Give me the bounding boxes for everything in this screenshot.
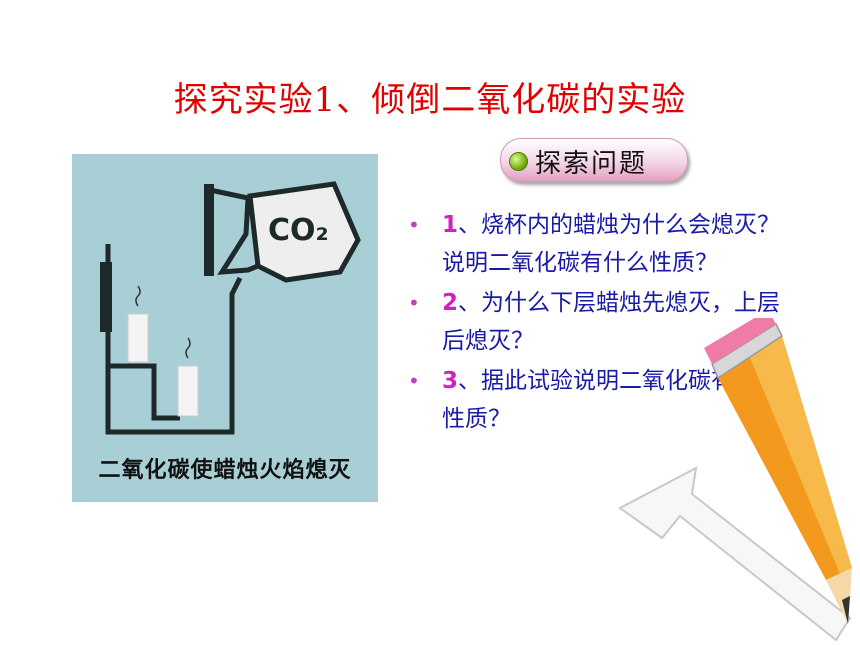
question-item: • 1、烧杯内的蜡烛为什么会熄灭？说明二氧化碳有什么性质？ <box>404 206 794 282</box>
pill-label: 探索问题 <box>535 149 648 179</box>
lower-candle <box>177 365 199 417</box>
question-text: 、烧杯内的蜡烛为什么会熄灭？说明二氧化碳有什么性质？ <box>442 212 781 276</box>
smoke-lower <box>185 337 191 359</box>
slide-title: 探究实验1、倾倒二氧化碳的实验 <box>173 80 687 120</box>
upper-candle <box>127 313 149 363</box>
bullet-icon: • <box>408 291 420 315</box>
shelf <box>110 363 180 421</box>
bullet-icon: • <box>408 369 420 393</box>
co2-label: CO₂ <box>268 213 329 248</box>
arrow-icon <box>618 466 852 642</box>
question-number: 1 <box>442 212 459 238</box>
question-number: 2 <box>442 290 459 316</box>
bullet-icon: • <box>408 213 420 237</box>
beaker-outline <box>105 264 243 435</box>
smoke-upper <box>135 285 141 307</box>
question-text: 、为什么下层蜡烛先熄灭，上层后熄灭？ <box>442 290 781 354</box>
pencil-arrow-decoration <box>618 318 852 642</box>
illustration-caption: 二氧化碳使蜡烛火焰熄灭 <box>98 458 352 483</box>
question-item: • 2、为什么下层蜡烛先熄灭，上层后熄灭？ <box>404 284 794 360</box>
question-number: 3 <box>442 368 459 394</box>
question-list: • 1、烧杯内的蜡烛为什么会熄灭？说明二氧化碳有什么性质？ • 2、为什么下层蜡… <box>404 206 794 440</box>
green-dot-icon <box>509 152 528 171</box>
beaker-rim <box>100 262 112 332</box>
explore-questions-pill: 探索问题 <box>500 138 688 182</box>
pencil-icon <box>704 318 852 624</box>
co2-bottle: CO₂ <box>204 181 361 283</box>
experiment-illustration: CO₂ <box>72 154 378 502</box>
